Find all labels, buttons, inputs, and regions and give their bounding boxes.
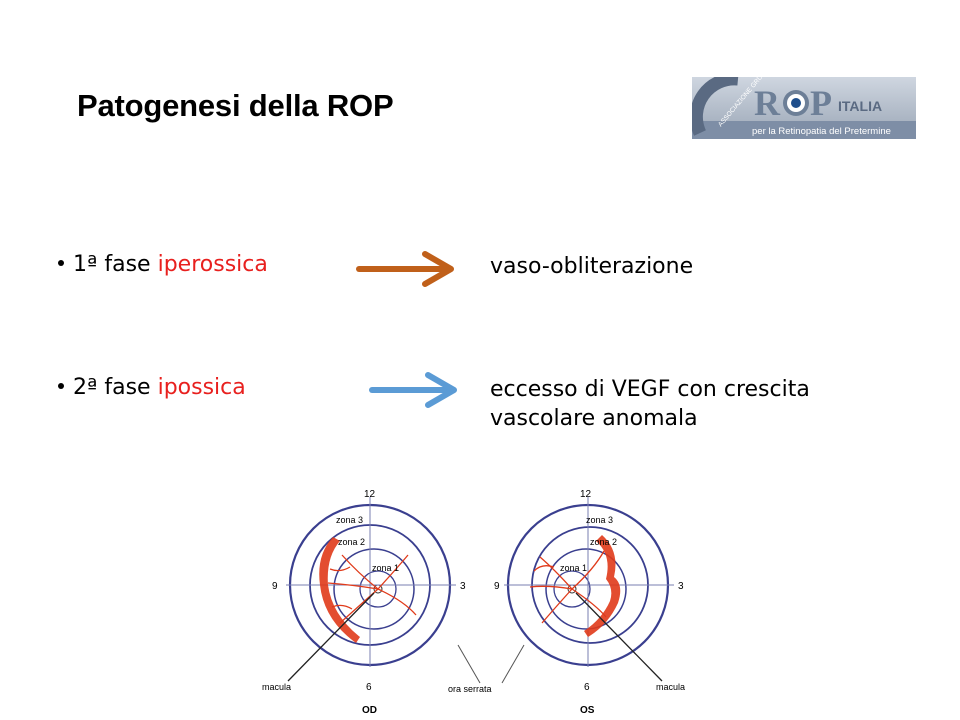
- logo-brand-r: R: [754, 83, 781, 123]
- os-zone-3: zona 3: [586, 515, 613, 525]
- arrow-right-icon: [369, 372, 457, 408]
- phase-1-number: 1ª fase: [73, 252, 151, 277]
- od-zone-3: zona 3: [336, 515, 363, 525]
- slide-title: Patogenesi della ROP: [77, 88, 394, 123]
- od-clock-12: 12: [364, 489, 376, 500]
- phase-1-result: vaso-obliterazione: [490, 254, 694, 279]
- od-clock-6: 6: [366, 682, 372, 693]
- od-zone-1: zona 1: [372, 563, 399, 573]
- phase-1-bullet: 1ª fase iperossica: [58, 252, 268, 277]
- os-zone-1: zona 1: [560, 563, 587, 573]
- os-clock-9: 9: [494, 581, 500, 592]
- phase-2-result: eccesso di VEGF con crescita vascolare a…: [490, 375, 810, 433]
- phase-2-number: 2ª fase: [73, 375, 151, 400]
- od-clock-3: 3: [460, 581, 466, 592]
- eye-icon: [791, 98, 801, 108]
- os-zone-2: zona 2: [590, 537, 617, 547]
- ora-serrata-callout: ora serrata: [448, 644, 525, 694]
- od-macula-label: macula: [262, 682, 291, 692]
- phase-2-result-line1: eccesso di VEGF con crescita: [490, 377, 810, 402]
- os-clock-3: 3: [678, 581, 684, 592]
- od-zone-2: zona 2: [338, 537, 365, 547]
- phase-2-bullet: 2ª fase ipossica: [58, 375, 246, 400]
- od-label: OD: [362, 705, 377, 716]
- logo-brand-suffix: ITALIA: [838, 98, 882, 114]
- retina-zone-diagram: 12 9 3 6 zona 3 zona 2 zona 1 macula OD …: [262, 489, 685, 716]
- phase-2-type: ipossica: [157, 375, 246, 400]
- phase-2-result-line2: vascolare anomala: [490, 406, 698, 431]
- logo-tagline: per la Retinopatia del Pretermine: [752, 126, 891, 137]
- os-macula-label: macula: [656, 682, 685, 692]
- od-clock-9: 9: [272, 581, 278, 592]
- phase-1-type: iperossica: [157, 252, 268, 277]
- rop-italia-logo: ASSOCIAZIONE GRUPPO DI STUDIO R P ITALIA…: [692, 77, 916, 139]
- os-clock-6: 6: [584, 682, 590, 693]
- ora-serrata-label: ora serrata: [448, 684, 492, 694]
- right-eye-os: 12 9 3 6 zona 3 zona 2 zona 1 macula OS: [494, 489, 685, 716]
- bullet-icon: [58, 260, 64, 266]
- os-clock-12: 12: [580, 489, 592, 500]
- left-eye-od: 12 9 3 6 zona 3 zona 2 zona 1 macula OD: [262, 489, 466, 716]
- bullet-icon: [58, 383, 64, 389]
- logo-brand-p: P: [810, 83, 832, 123]
- arrow-right-icon: [356, 251, 454, 287]
- os-label: OS: [580, 705, 595, 716]
